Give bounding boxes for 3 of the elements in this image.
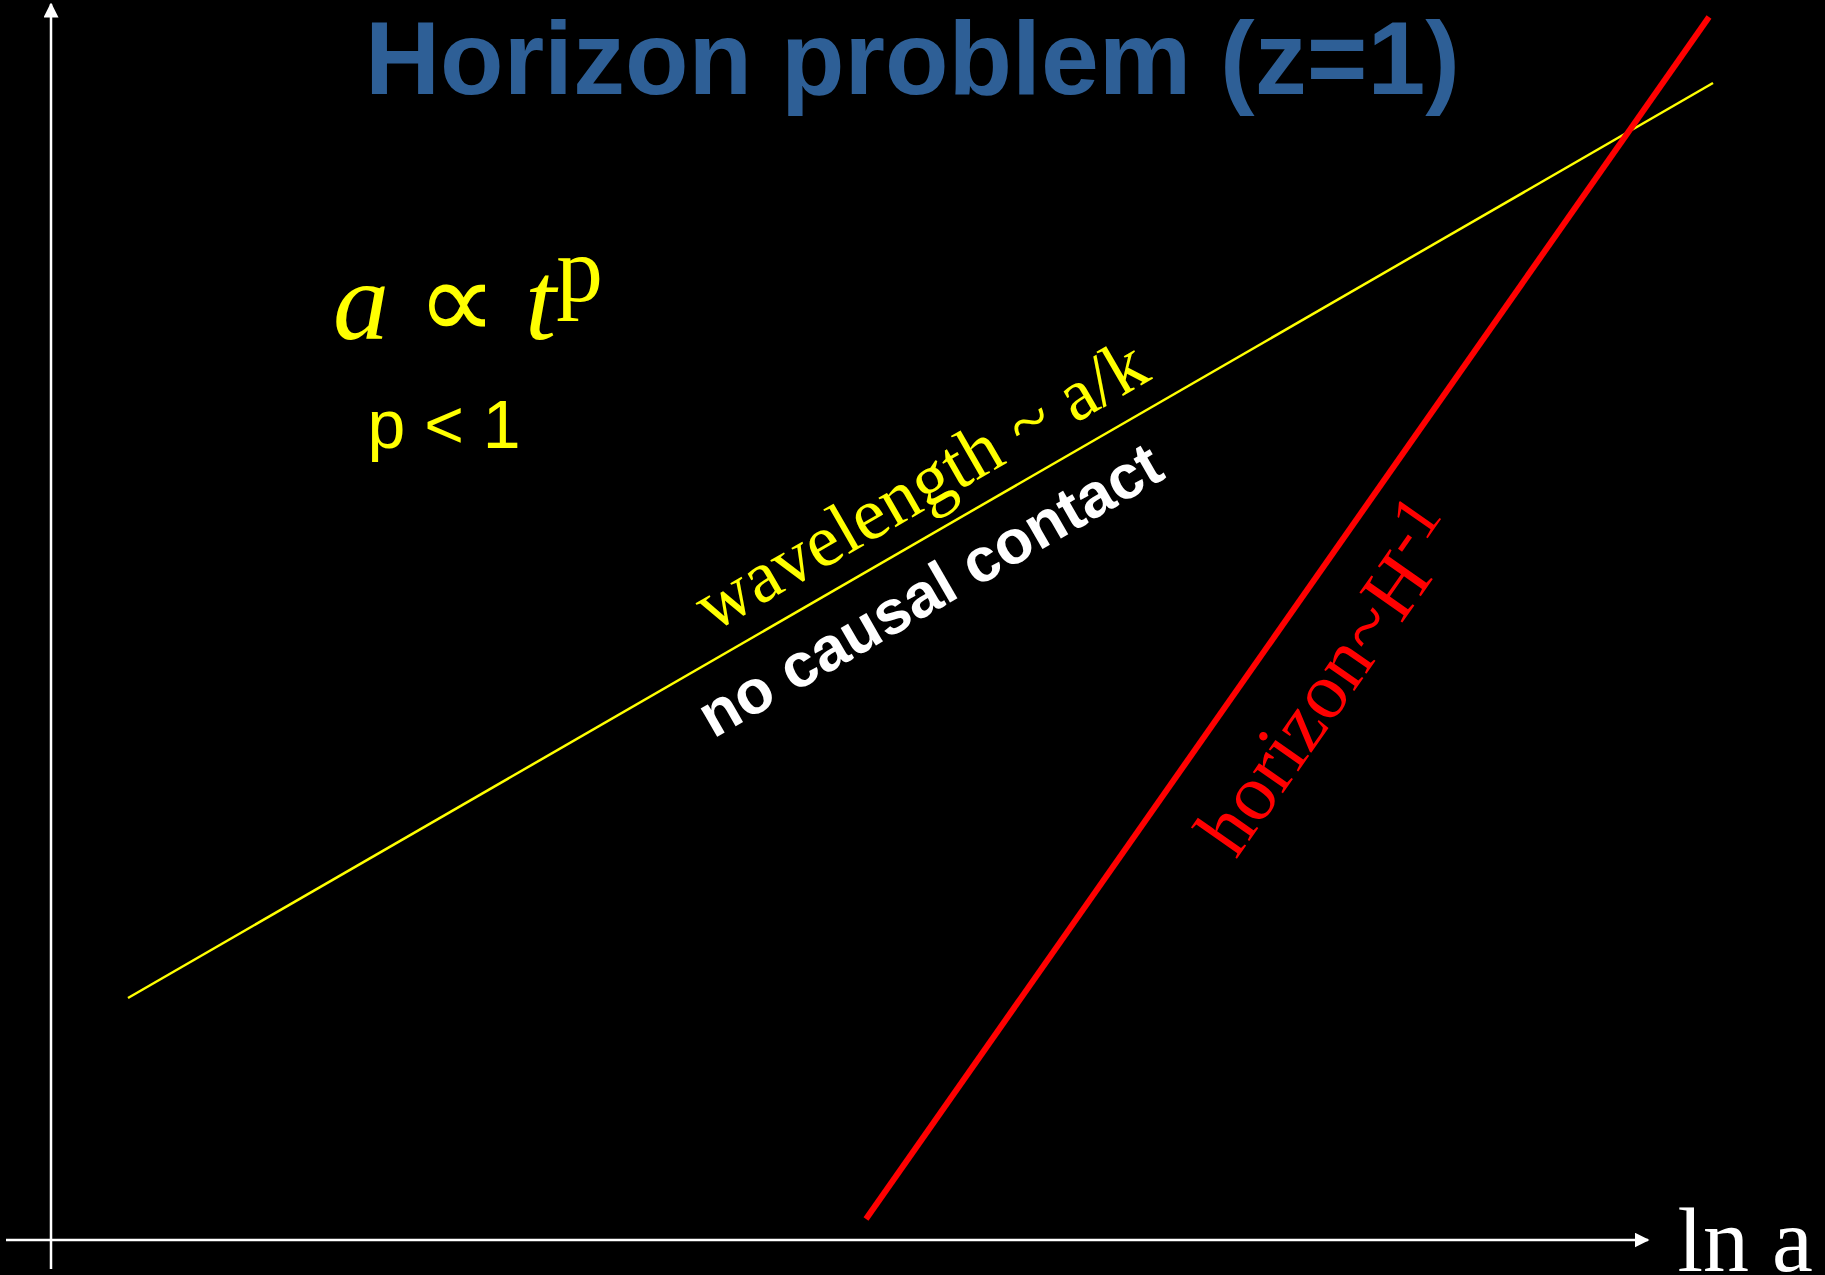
formula: a ∝ t$^{p}$ — [333, 223, 603, 358]
axis-label: ln a — [1677, 1194, 1813, 1275]
title: Horizon problem (z=1) — [364, 4, 1461, 114]
